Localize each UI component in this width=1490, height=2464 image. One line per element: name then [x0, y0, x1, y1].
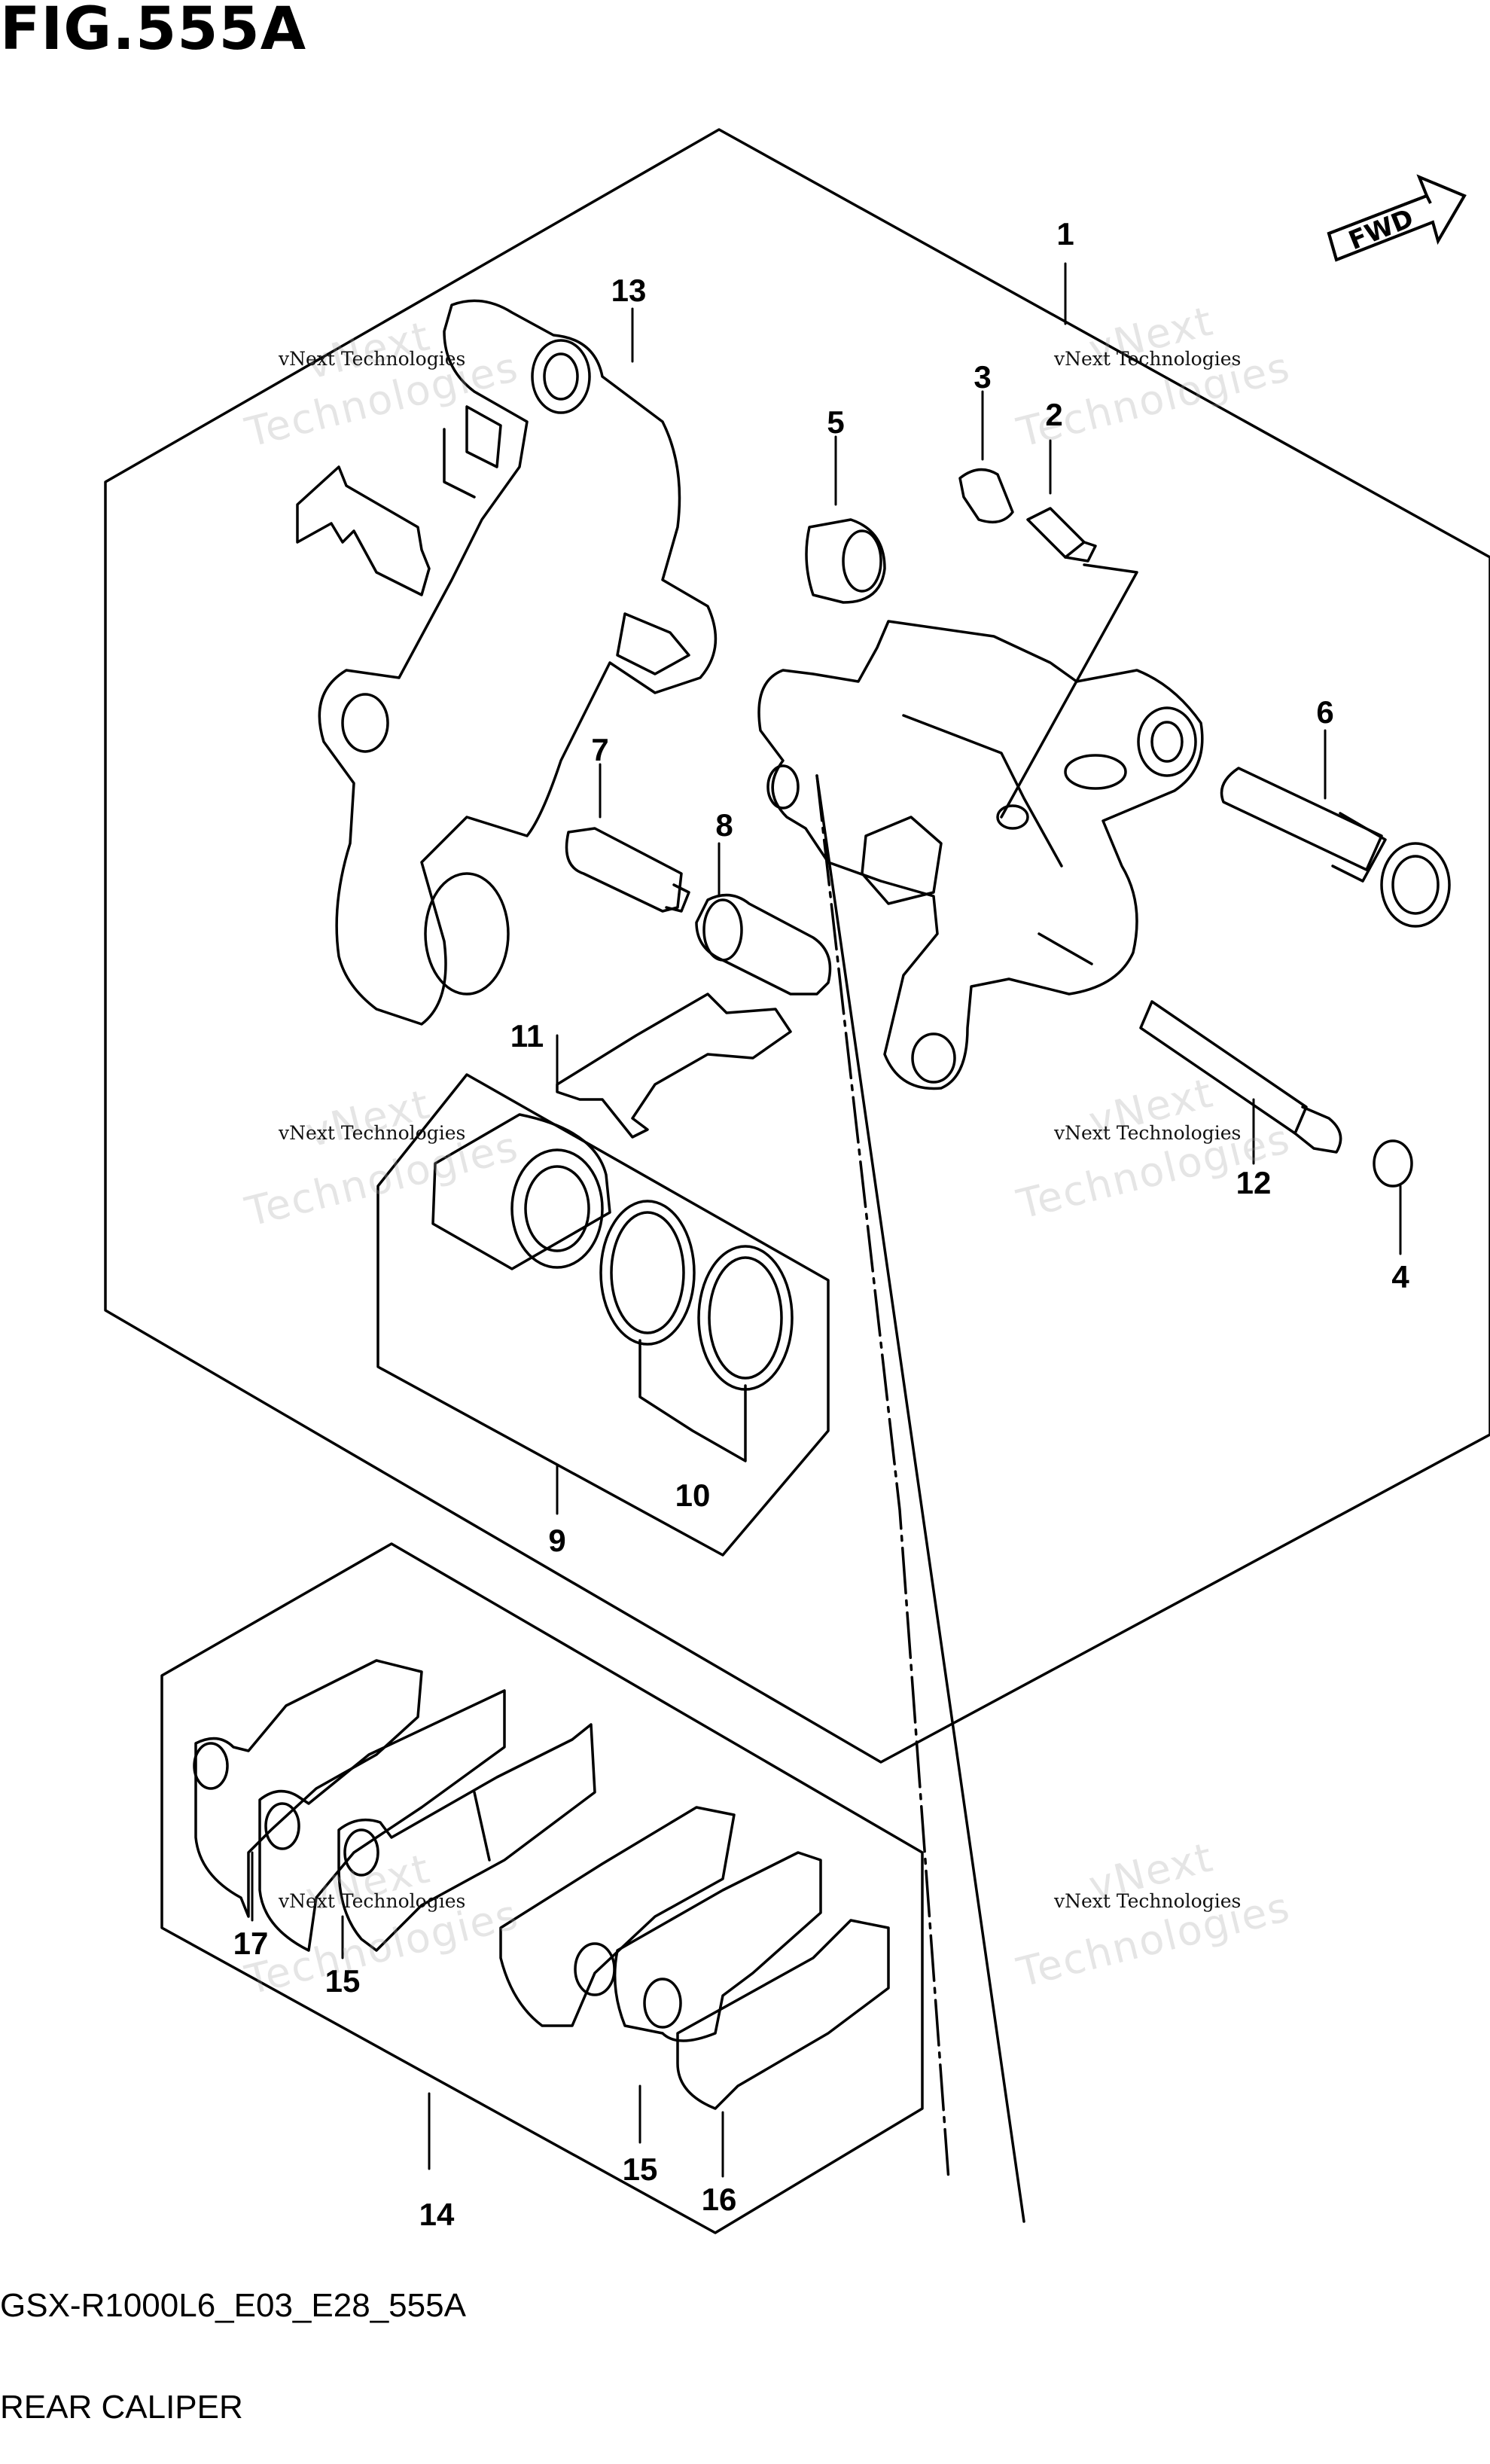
callout-12: 12 — [1236, 1165, 1272, 1200]
callout-8: 8 — [715, 807, 733, 843]
caliper-assembly-outline — [104, 128, 1490, 1764]
watermark-text-1: vNext Technologies — [279, 348, 466, 370]
callout-13: 13 — [611, 273, 647, 308]
watermark-text-4: vNext Technologies — [1054, 1122, 1242, 1144]
callout-17: 17 — [233, 1926, 269, 1961]
callout-6: 6 — [1316, 694, 1334, 730]
piston-seal-part-10 — [599, 1200, 794, 1391]
callout-10: 10 — [675, 1477, 711, 1513]
callout-9: 9 — [548, 1523, 566, 1558]
caliper-body-part-1 — [757, 620, 1204, 1090]
pad-shim-part-16 — [613, 1851, 822, 2042]
callout-leaders — [251, 262, 1402, 2178]
pad-backing-plate — [676, 1919, 890, 2110]
figure-name: REAR CALIPER — [0, 2389, 243, 2426]
watermark-text-2: vNext Technologies — [1054, 348, 1242, 370]
pad-retainer-part-11 — [556, 993, 792, 1139]
pad-spring — [296, 465, 431, 596]
callout-3: 3 — [974, 359, 992, 395]
caliper-bracket-part-13 — [318, 299, 718, 1026]
leader-bleeder — [1000, 563, 1138, 819]
pad-set-outline — [160, 1542, 924, 2234]
callout-15-right: 15 — [622, 2151, 658, 2187]
watermark-text-3: vNext Technologies — [279, 1122, 466, 1144]
rubber-cap-part-5 — [805, 518, 886, 604]
pin-boot-part-8 — [695, 893, 832, 996]
bleeder-cap-part-3 — [958, 468, 1014, 524]
figure-code: GSX-R1000L6_E03_E28_555A — [0, 2287, 466, 2324]
slide-pin-part-12 — [1139, 1000, 1342, 1154]
bleeder-valve-part-2 — [1026, 507, 1097, 563]
callout-11: 11 — [510, 1018, 544, 1054]
callout-2: 2 — [1045, 397, 1063, 432]
leader-part-10 — [638, 1339, 747, 1462]
slide-pin-part-6 — [1220, 767, 1451, 928]
callout-7: 7 — [591, 732, 609, 767]
brake-pad-part-15-front — [258, 1689, 506, 1952]
piston-kit-outline — [376, 1073, 830, 1557]
plug-part-4 — [1373, 1139, 1413, 1188]
callout-16: 16 — [701, 2182, 737, 2217]
callout-4: 4 — [1391, 1259, 1409, 1295]
bolt-part-7 — [565, 827, 690, 913]
watermark-text-5: vNext Technologies — [279, 1890, 466, 1912]
figure-title: FIG.555A — [0, 0, 307, 63]
callout-14: 14 — [419, 2197, 455, 2232]
callout-15-left: 15 — [325, 1963, 361, 1999]
leader-long-2 — [815, 774, 1025, 2223]
leader-long-1 — [815, 774, 950, 2182]
brake-pad-part-15-lining — [337, 1723, 596, 1952]
watermark-text-6: vNext Technologies — [1054, 1890, 1242, 1912]
piston-part-9 — [431, 1113, 611, 1270]
fwd-arrow-icon — [1327, 174, 1467, 262]
callout-5: 5 — [827, 404, 845, 440]
callout-1: 1 — [1056, 216, 1074, 252]
